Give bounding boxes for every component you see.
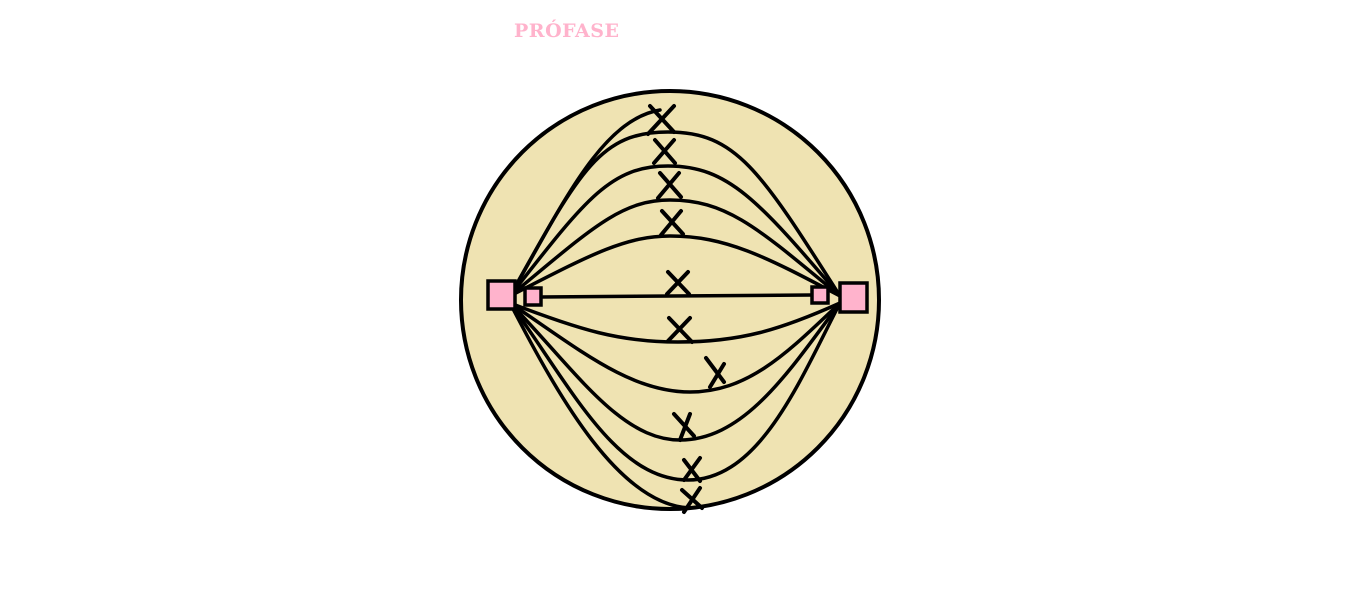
chromosome-x-mark	[659, 209, 685, 237]
spindle-fiber	[508, 108, 662, 298]
spindle-fiber	[508, 301, 842, 344]
spindle-fiber	[508, 301, 842, 394]
chromosome-x-mark	[646, 104, 676, 136]
chromosome-x-mark	[652, 138, 677, 165]
spindle-fiber	[508, 234, 842, 298]
chromosomes	[646, 104, 726, 514]
chromosome-x-mark	[682, 456, 702, 483]
spindle-fiber	[538, 293, 814, 299]
page-title: PRÓFASE	[514, 20, 620, 42]
left-centrosome-outer	[486, 279, 517, 311]
spindle-fiber	[508, 301, 842, 482]
right-centrosome-inner	[810, 285, 830, 305]
spindle-fiber	[508, 301, 692, 510]
chromosome-x-mark	[665, 270, 691, 296]
spindle-fiber	[508, 164, 842, 298]
spindle-fiber	[508, 198, 842, 298]
chromosome-x-mark	[666, 316, 694, 344]
chromosome-x-mark	[672, 412, 696, 442]
chromosome-x-mark	[656, 171, 683, 200]
centrosomes	[486, 279, 869, 314]
right-centrosome-outer	[838, 281, 869, 314]
chromosome-x-mark	[704, 356, 726, 389]
chromosome-x-mark	[680, 486, 704, 514]
spindle-fibers	[508, 108, 842, 510]
left-centrosome-inner	[523, 286, 543, 307]
